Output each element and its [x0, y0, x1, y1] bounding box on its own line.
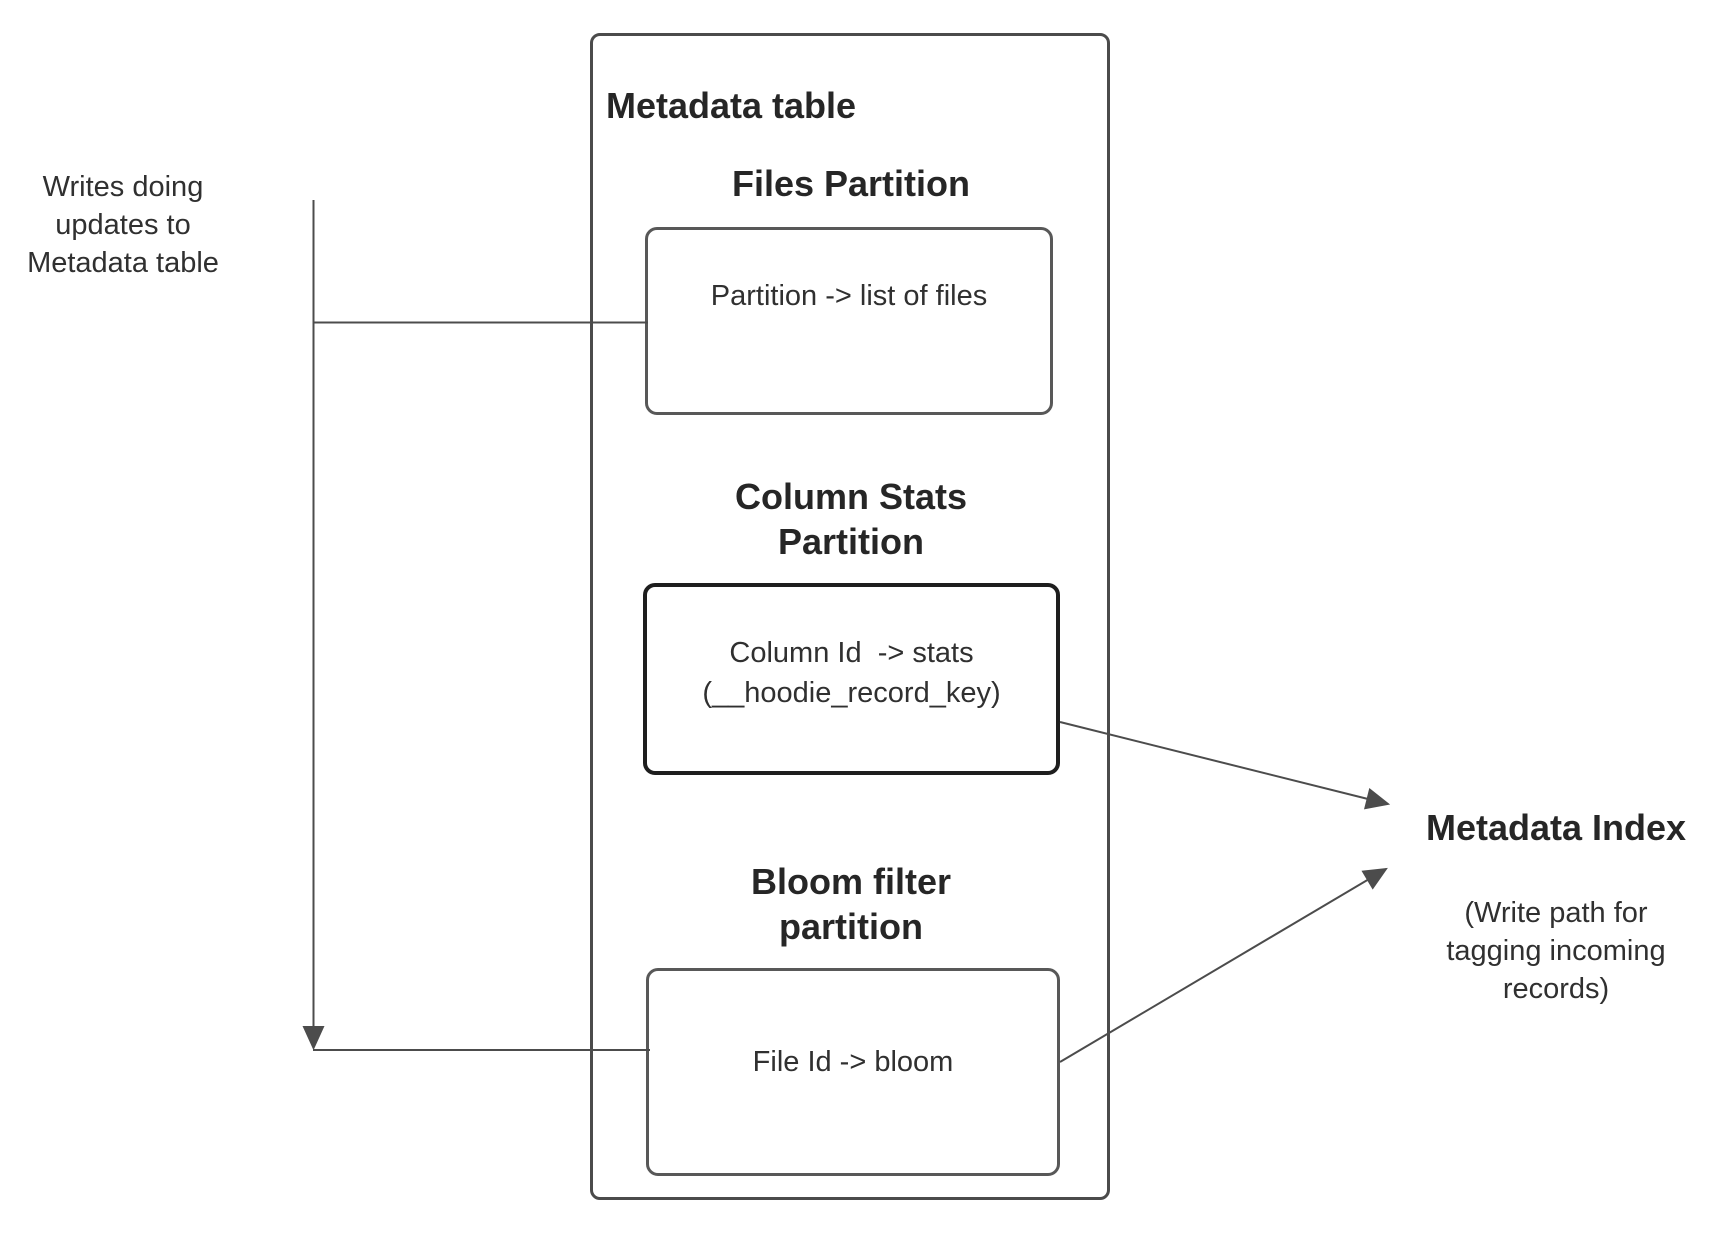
bloom-filter-partition-box: File Id -> bloom: [646, 968, 1060, 1176]
bloom-filter-partition-heading: Bloom filter partition: [750, 861, 951, 947]
column-stats-partition-box-text: Column Id -> stats (__hoodie_record_key): [702, 637, 1001, 709]
metadata-index-subtitle: (Write path for tagging incoming records…: [1446, 897, 1666, 1005]
bloom-filter-partition-box-text: File Id -> bloom: [752, 1046, 954, 1078]
metadata-index-title: Metadata Index: [1425, 807, 1687, 848]
metadata-table-box: Metadata table Files Partition Partition…: [590, 33, 1110, 1200]
files-partition-heading: Files Partition: [731, 163, 971, 204]
column-stats-partition-heading: Column Stats Partition: [734, 476, 967, 562]
files-partition-box-text: Partition -> list of files: [710, 280, 988, 312]
files-partition-box: Partition -> list of files: [645, 227, 1053, 415]
writes-annotation-label: Writes doing updates to Metadata table: [27, 171, 219, 279]
column-stats-partition-box: Column Id -> stats (__hoodie_record_key): [643, 583, 1060, 775]
metadata-table-title: Metadata table: [606, 85, 857, 126]
